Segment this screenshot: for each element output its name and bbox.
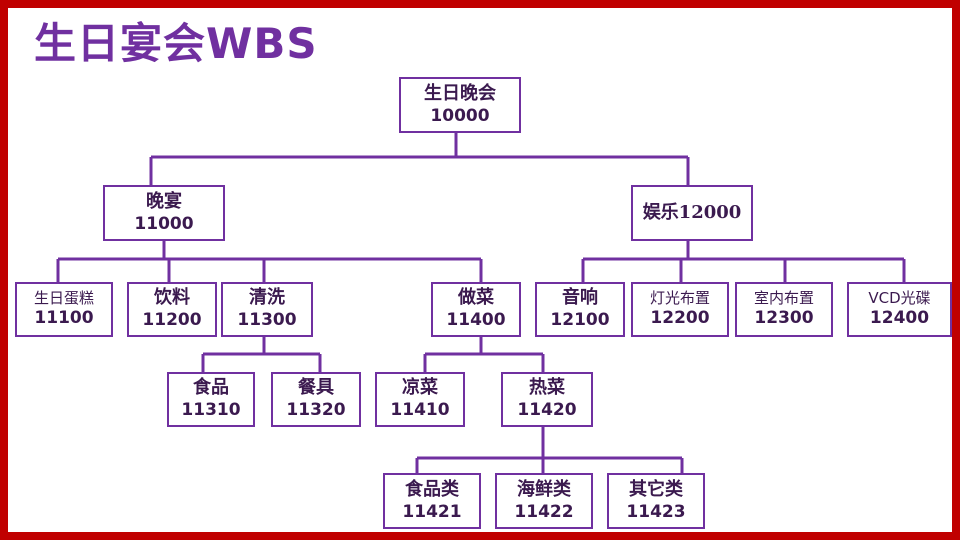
node-drinks[interactable]: 饮料 11200 bbox=[127, 282, 217, 337]
node-code: 11422 bbox=[514, 501, 574, 522]
node-code: 11423 bbox=[626, 501, 686, 522]
node-name: 凉菜 bbox=[402, 377, 438, 399]
node-hot[interactable]: 热菜 11420 bbox=[501, 372, 593, 427]
node-root[interactable]: 生日晚会 10000 bbox=[399, 77, 521, 133]
node-code: 12200 bbox=[650, 308, 710, 329]
node-name: 音响 bbox=[562, 287, 598, 309]
node-others[interactable]: 其它类 11423 bbox=[607, 473, 705, 529]
node-code: 12300 bbox=[754, 308, 814, 329]
node-code: 11420 bbox=[517, 400, 577, 421]
node-code: 11421 bbox=[402, 501, 462, 522]
node-code: 11410 bbox=[390, 400, 450, 421]
node-seafood[interactable]: 海鲜类 11422 bbox=[495, 473, 593, 529]
node-name: 食品类 bbox=[405, 478, 459, 500]
node-name: 晚宴 bbox=[146, 190, 182, 212]
node-cleaning[interactable]: 清洗 11300 bbox=[221, 282, 313, 337]
node-code: 11300 bbox=[237, 310, 297, 331]
node-name: 食品 bbox=[193, 377, 229, 399]
node-code: 11000 bbox=[134, 213, 194, 234]
node-name: 室内布置 bbox=[753, 289, 814, 308]
node-indoor[interactable]: 室内布置 12300 bbox=[735, 282, 833, 337]
node-lighting[interactable]: 灯光布置 12200 bbox=[631, 282, 729, 337]
node-tableware[interactable]: 餐具 11320 bbox=[271, 372, 361, 427]
node-cold[interactable]: 凉菜 11410 bbox=[375, 372, 465, 427]
node-code: 12400 bbox=[869, 308, 930, 329]
node-cooking[interactable]: 做菜 11400 bbox=[431, 282, 521, 337]
node-code: 12100 bbox=[550, 310, 610, 331]
node-name: 灯光布置 bbox=[649, 289, 710, 308]
node-name: 其它类 bbox=[629, 478, 683, 500]
node-code: 11400 bbox=[446, 310, 506, 331]
node-entertainment[interactable]: 娱乐12000 bbox=[631, 185, 753, 241]
node-name: 清洗 bbox=[249, 287, 285, 309]
node-code: 11100 bbox=[34, 308, 94, 329]
node-vcd[interactable]: VCD光碟 12400 bbox=[847, 282, 952, 337]
node-food[interactable]: 食品 11310 bbox=[167, 372, 255, 427]
node-name: 生日蛋糕 bbox=[33, 289, 94, 308]
node-banquet[interactable]: 晚宴 11000 bbox=[103, 185, 225, 241]
node-name: 生日晚会 bbox=[424, 82, 496, 104]
node-hot-food[interactable]: 食品类 11421 bbox=[383, 473, 481, 529]
node-code: 10000 bbox=[430, 105, 490, 126]
page-title: 生日宴会WBS bbox=[34, 19, 318, 68]
node-label: 娱乐12000 bbox=[642, 201, 742, 223]
node-name: 做菜 bbox=[458, 287, 494, 309]
node-code: 11310 bbox=[181, 400, 241, 421]
node-name: VCD光碟 bbox=[868, 289, 931, 308]
node-code: 11200 bbox=[142, 310, 202, 331]
node-name: 热菜 bbox=[529, 377, 565, 399]
node-name: 海鲜类 bbox=[517, 478, 571, 500]
node-sound[interactable]: 音响 12100 bbox=[535, 282, 625, 337]
node-cake[interactable]: 生日蛋糕 11100 bbox=[15, 282, 113, 337]
node-code: 11320 bbox=[286, 400, 346, 421]
node-name: 饮料 bbox=[154, 287, 190, 309]
node-name: 餐具 bbox=[298, 377, 334, 399]
